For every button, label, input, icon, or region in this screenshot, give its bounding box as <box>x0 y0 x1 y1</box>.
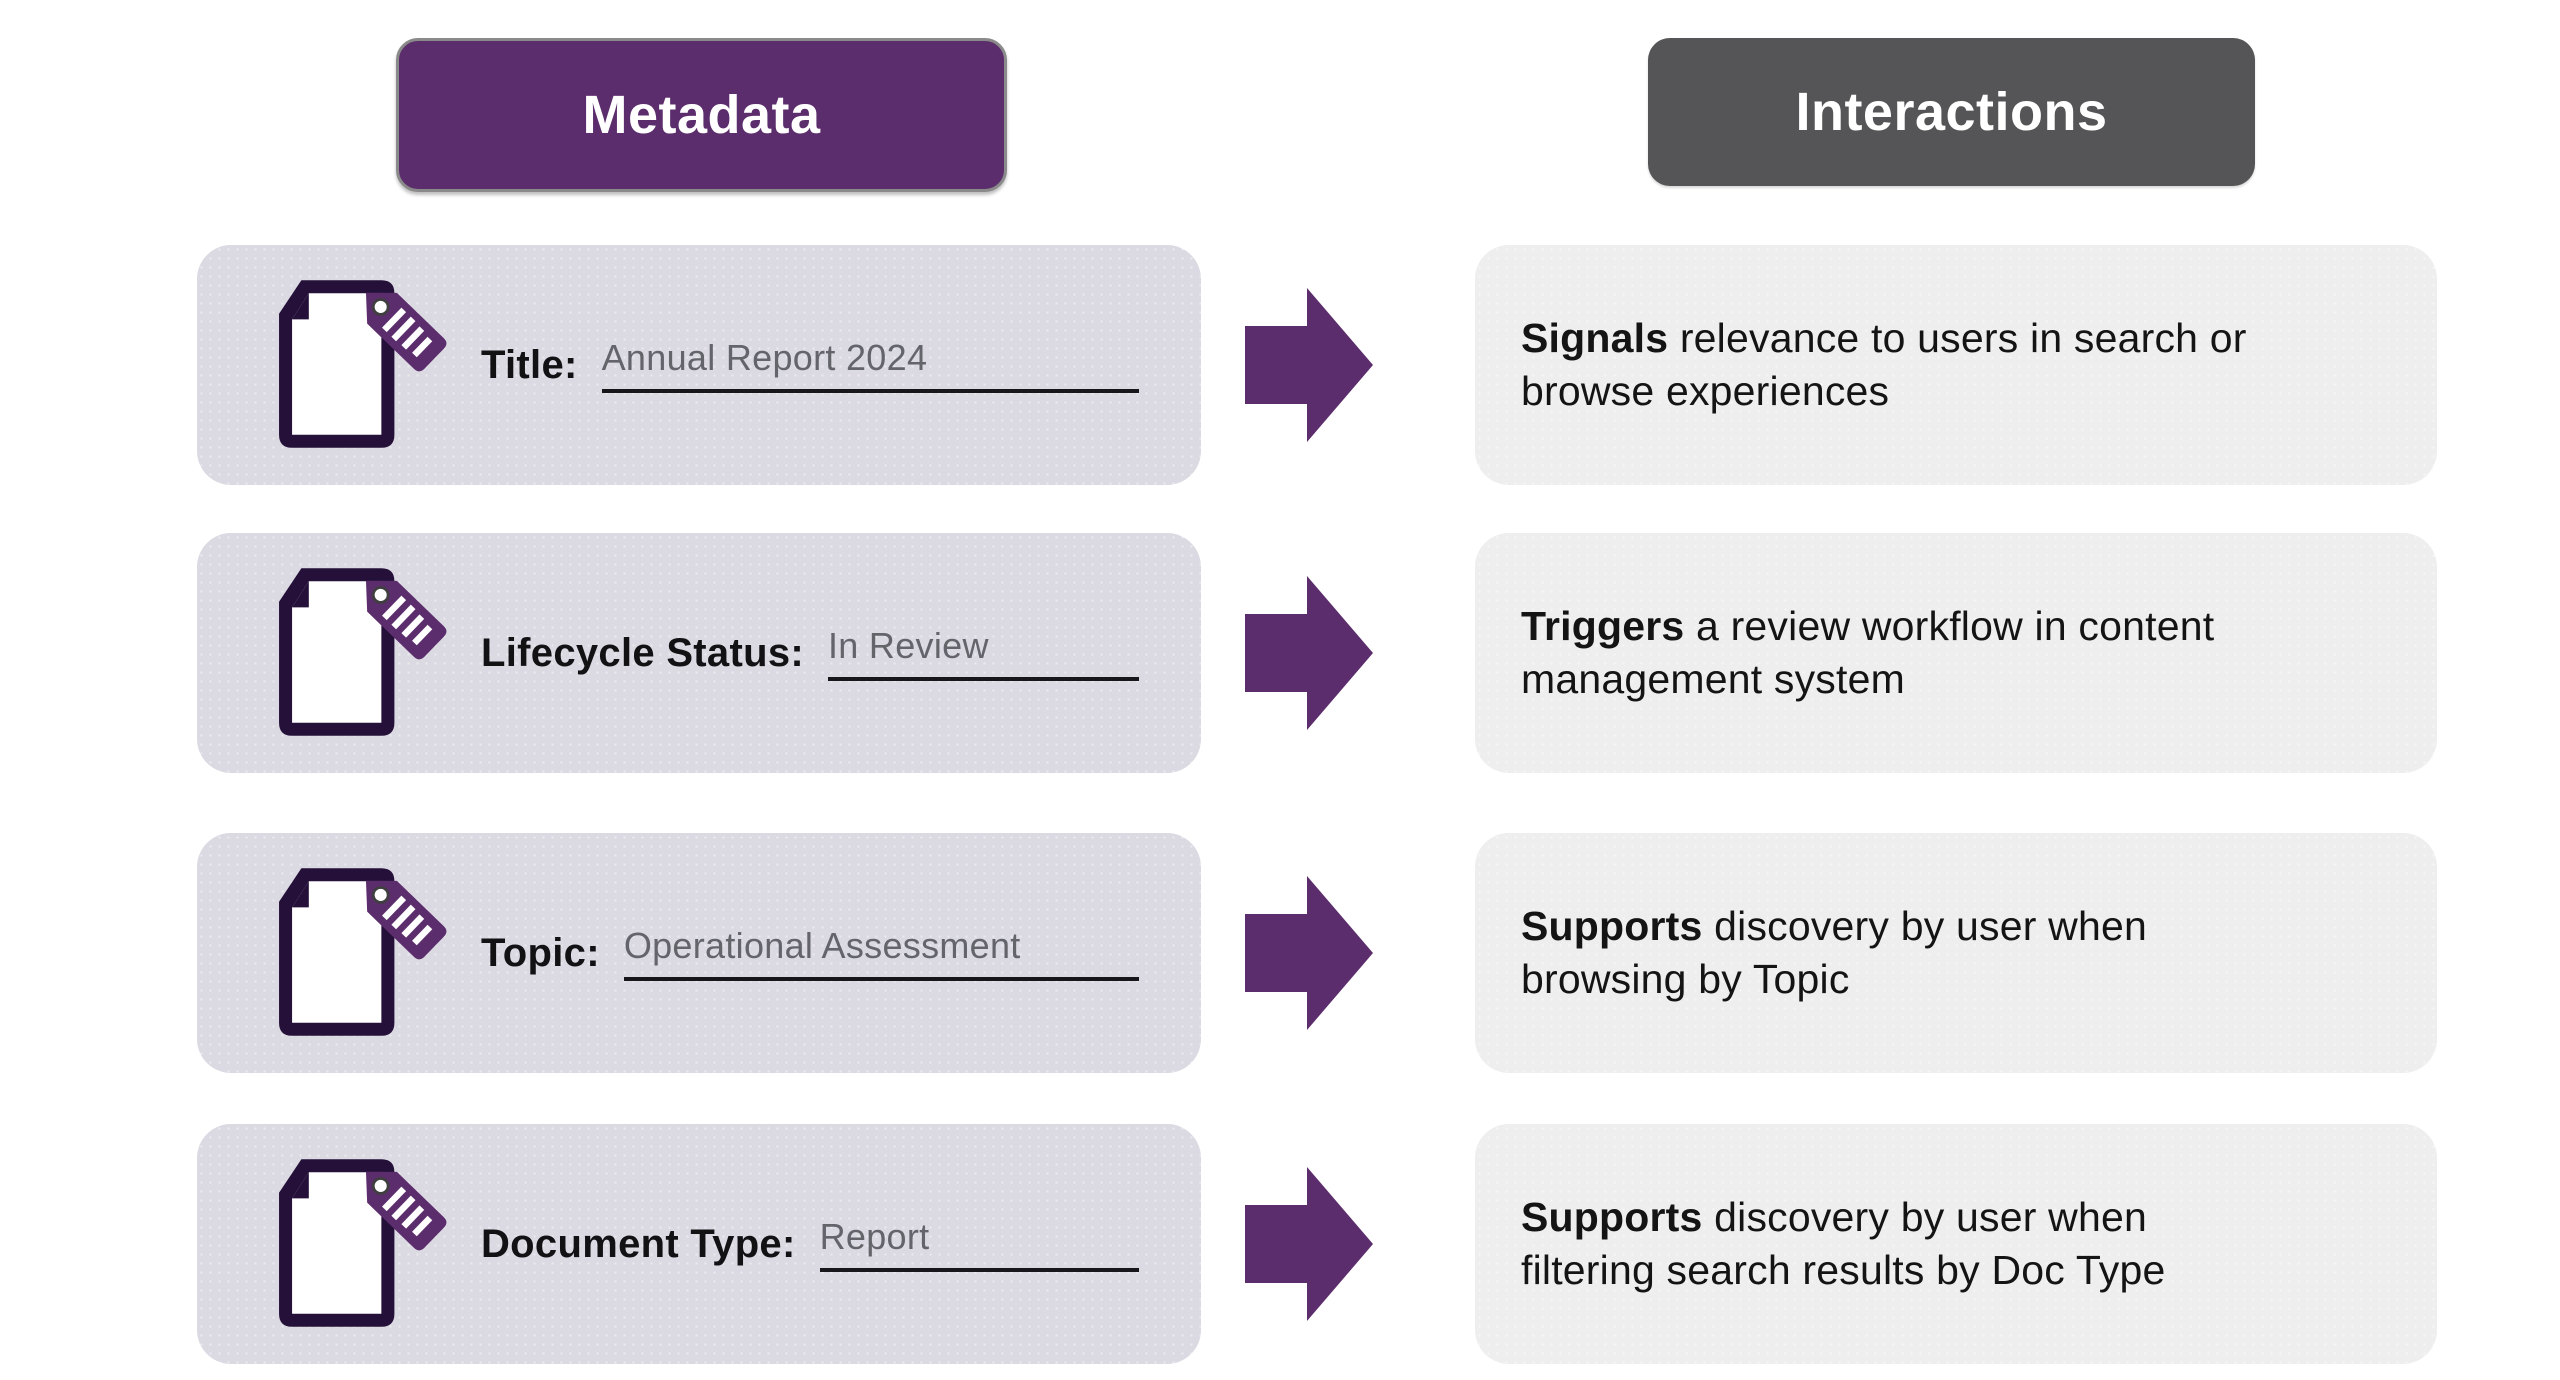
metadata-card: Document Type: Report <box>197 1124 1201 1364</box>
diagram-row-document-type: Document Type: Report Supports discovery… <box>0 1124 2560 1364</box>
interaction-line-2: browsing by Topic <box>1521 956 1850 1002</box>
interaction-line-1: Triggers a review workflow in content <box>1521 603 2215 649</box>
field-label: Topic: <box>481 930 600 975</box>
metadata-card: Title: Annual Report 2024 <box>197 245 1201 485</box>
interaction-line-1: Signals relevance to users in search or <box>1521 315 2247 361</box>
metadata-field: Document Type: Report <box>481 1124 1139 1364</box>
document-with-tag-icon <box>253 1147 453 1339</box>
metadata-card: Topic: Operational Assessment <box>197 833 1201 1073</box>
interaction-line-2: browse experiences <box>1521 368 1890 414</box>
metadata-header-label: Metadata <box>582 85 821 145</box>
document-with-tag-icon <box>253 556 453 748</box>
interaction-line-1: Supports discovery by user when <box>1521 1194 2147 1240</box>
interaction-description: Triggers a review workflow in content ma… <box>1475 600 2254 706</box>
field-value: Report <box>819 1216 1139 1272</box>
interaction-description: Supports discovery by user when filterin… <box>1475 1191 2206 1297</box>
metadata-field: Topic: Operational Assessment <box>481 833 1139 1073</box>
metadata-column-header: Metadata <box>396 38 1007 192</box>
right-arrow-icon <box>1245 876 1373 1030</box>
diagram-row-topic: Topic: Operational Assessment Supports d… <box>0 833 2560 1073</box>
metadata-card: Lifecycle Status: In Review <box>197 533 1201 773</box>
interaction-card: Supports discovery by user when browsing… <box>1475 833 2437 1073</box>
field-label: Lifecycle Status: <box>481 630 804 675</box>
right-arrow-icon <box>1245 1167 1373 1321</box>
interaction-line-2: management system <box>1521 656 1905 702</box>
right-arrow-icon <box>1245 576 1373 730</box>
right-arrow-icon <box>1245 288 1373 442</box>
diagram-row-title: Title: Annual Report 2024 Signals releva… <box>0 245 2560 485</box>
field-value: In Review <box>828 625 1139 681</box>
metadata-field: Lifecycle Status: In Review <box>481 533 1139 773</box>
interaction-card: Triggers a review workflow in content ma… <box>1475 533 2437 773</box>
diagram-row-lifecycle-status: Lifecycle Status: In Review Triggers a r… <box>0 533 2560 773</box>
interaction-line-1: Supports discovery by user when <box>1521 903 2147 949</box>
interaction-description: Supports discovery by user when browsing… <box>1475 900 2187 1006</box>
field-value: Annual Report 2024 <box>601 337 1139 393</box>
interaction-line-2: filtering search results by Doc Type <box>1521 1247 2166 1293</box>
interactions-column-header: Interactions <box>1648 38 2255 186</box>
interactions-header-label: Interactions <box>1795 82 2108 142</box>
interaction-card: Signals relevance to users in search or … <box>1475 245 2437 485</box>
interaction-card: Supports discovery by user when filterin… <box>1475 1124 2437 1364</box>
field-value: Operational Assessment <box>623 925 1139 981</box>
interaction-description: Signals relevance to users in search or … <box>1475 312 2287 418</box>
field-label: Title: <box>481 342 578 387</box>
document-with-tag-icon <box>253 856 453 1048</box>
document-with-tag-icon <box>253 268 453 460</box>
field-label: Document Type: <box>481 1221 796 1266</box>
metadata-field: Title: Annual Report 2024 <box>481 245 1139 485</box>
